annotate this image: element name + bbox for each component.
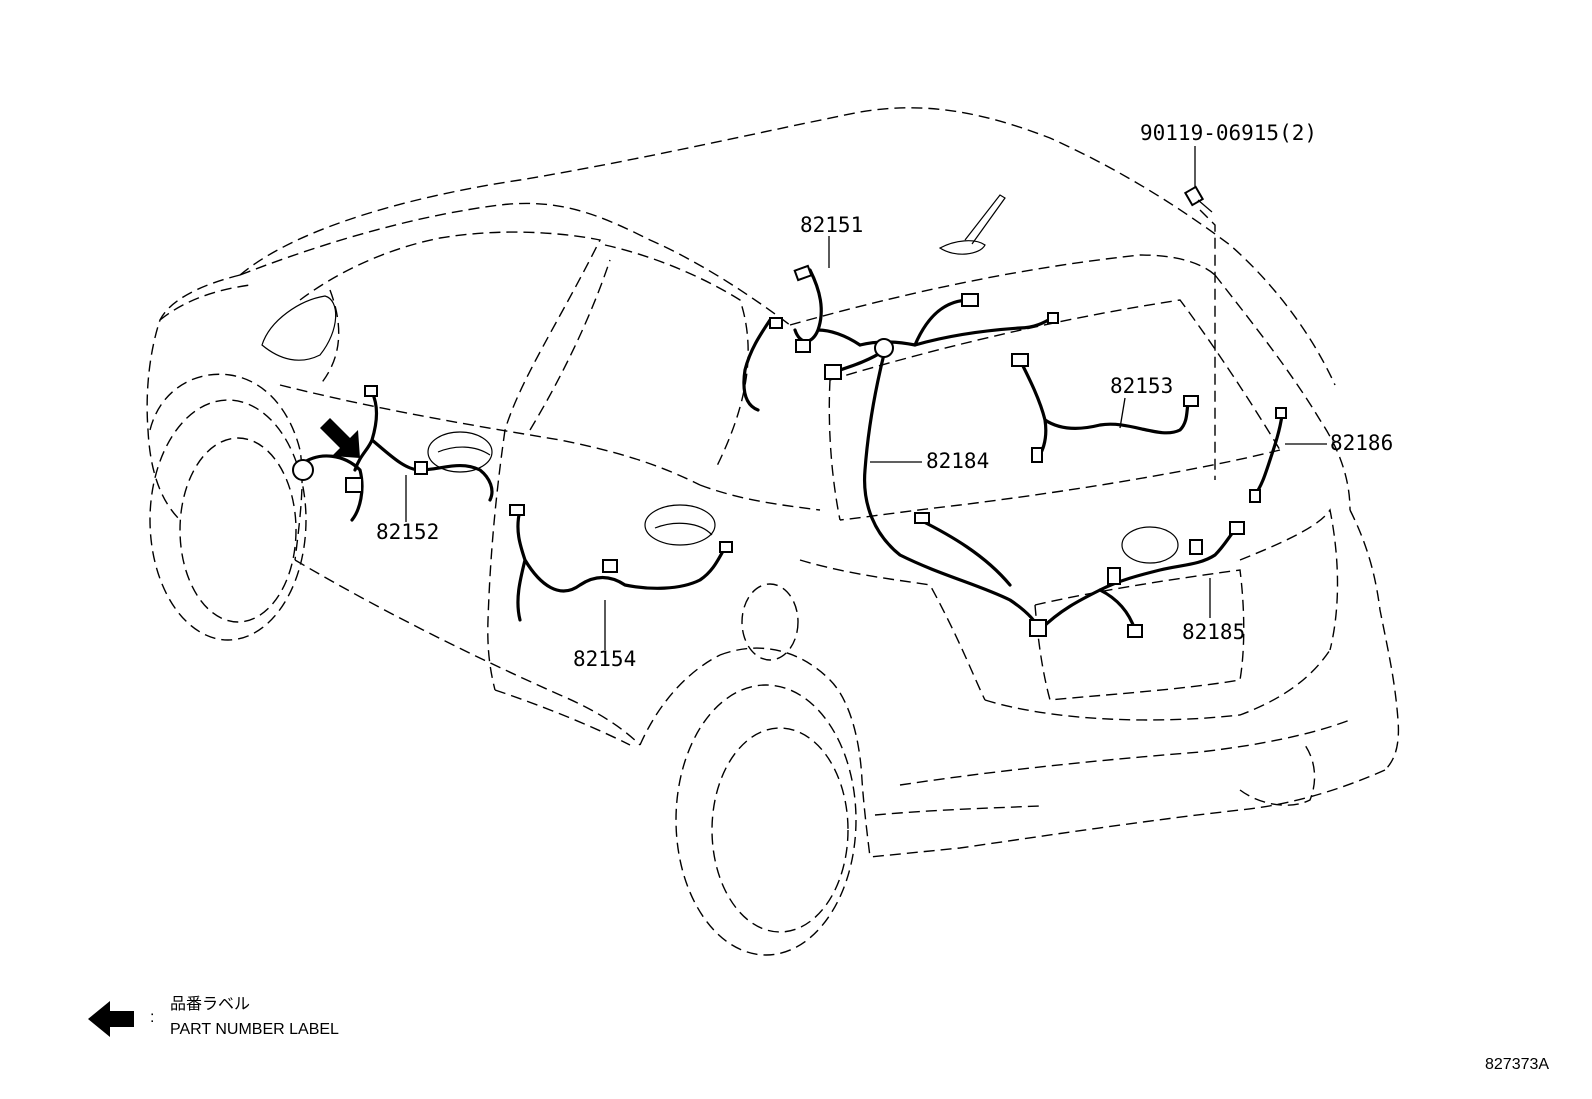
- leader-lines: [405, 146, 1327, 650]
- legend: : 品番ラベル PART NUMBER LABEL: [88, 994, 339, 1038]
- legend-label-en: PART NUMBER LABEL: [170, 1021, 339, 1038]
- legend-separator: :: [150, 1009, 154, 1026]
- front-wheel: [149, 399, 307, 641]
- front-door-handle: [427, 431, 493, 473]
- callout-82186: 82186: [1330, 431, 1393, 455]
- harness-82184: [824, 293, 1059, 632]
- callout-82184: 82184: [926, 449, 989, 473]
- roof-antenna: [938, 194, 1006, 255]
- harness-82151: [742, 264, 862, 412]
- rear-door-handle: [644, 504, 716, 546]
- rear-wheel: [675, 684, 857, 956]
- harness-82185: [914, 512, 1245, 638]
- rear-right-wheel: [1239, 744, 1316, 806]
- callout-82153: 82153: [1110, 374, 1173, 398]
- arrow-left-icon: [88, 1001, 134, 1037]
- legend-label-jp: 品番ラベル: [170, 994, 250, 1013]
- reference-code: 827373A: [1485, 1056, 1549, 1073]
- bolt-90119: [1183, 185, 1213, 213]
- callout-82151: 82151: [800, 213, 863, 237]
- harness-82154: [509, 504, 733, 622]
- callout-bolt: 90119-06915(2): [1140, 121, 1317, 145]
- harness-82152: [292, 385, 494, 522]
- arrow-down-right-icon: [320, 418, 360, 458]
- callout-82152: 82152: [376, 520, 439, 544]
- side-mirror: [261, 295, 337, 361]
- rear-emblem: [1121, 526, 1179, 564]
- car-body-outline: [146, 107, 1400, 858]
- callout-82154: 82154: [573, 647, 636, 671]
- harness-82186: [1249, 407, 1287, 503]
- callout-82185: 82185: [1182, 620, 1245, 644]
- harness-82153: [1011, 353, 1199, 463]
